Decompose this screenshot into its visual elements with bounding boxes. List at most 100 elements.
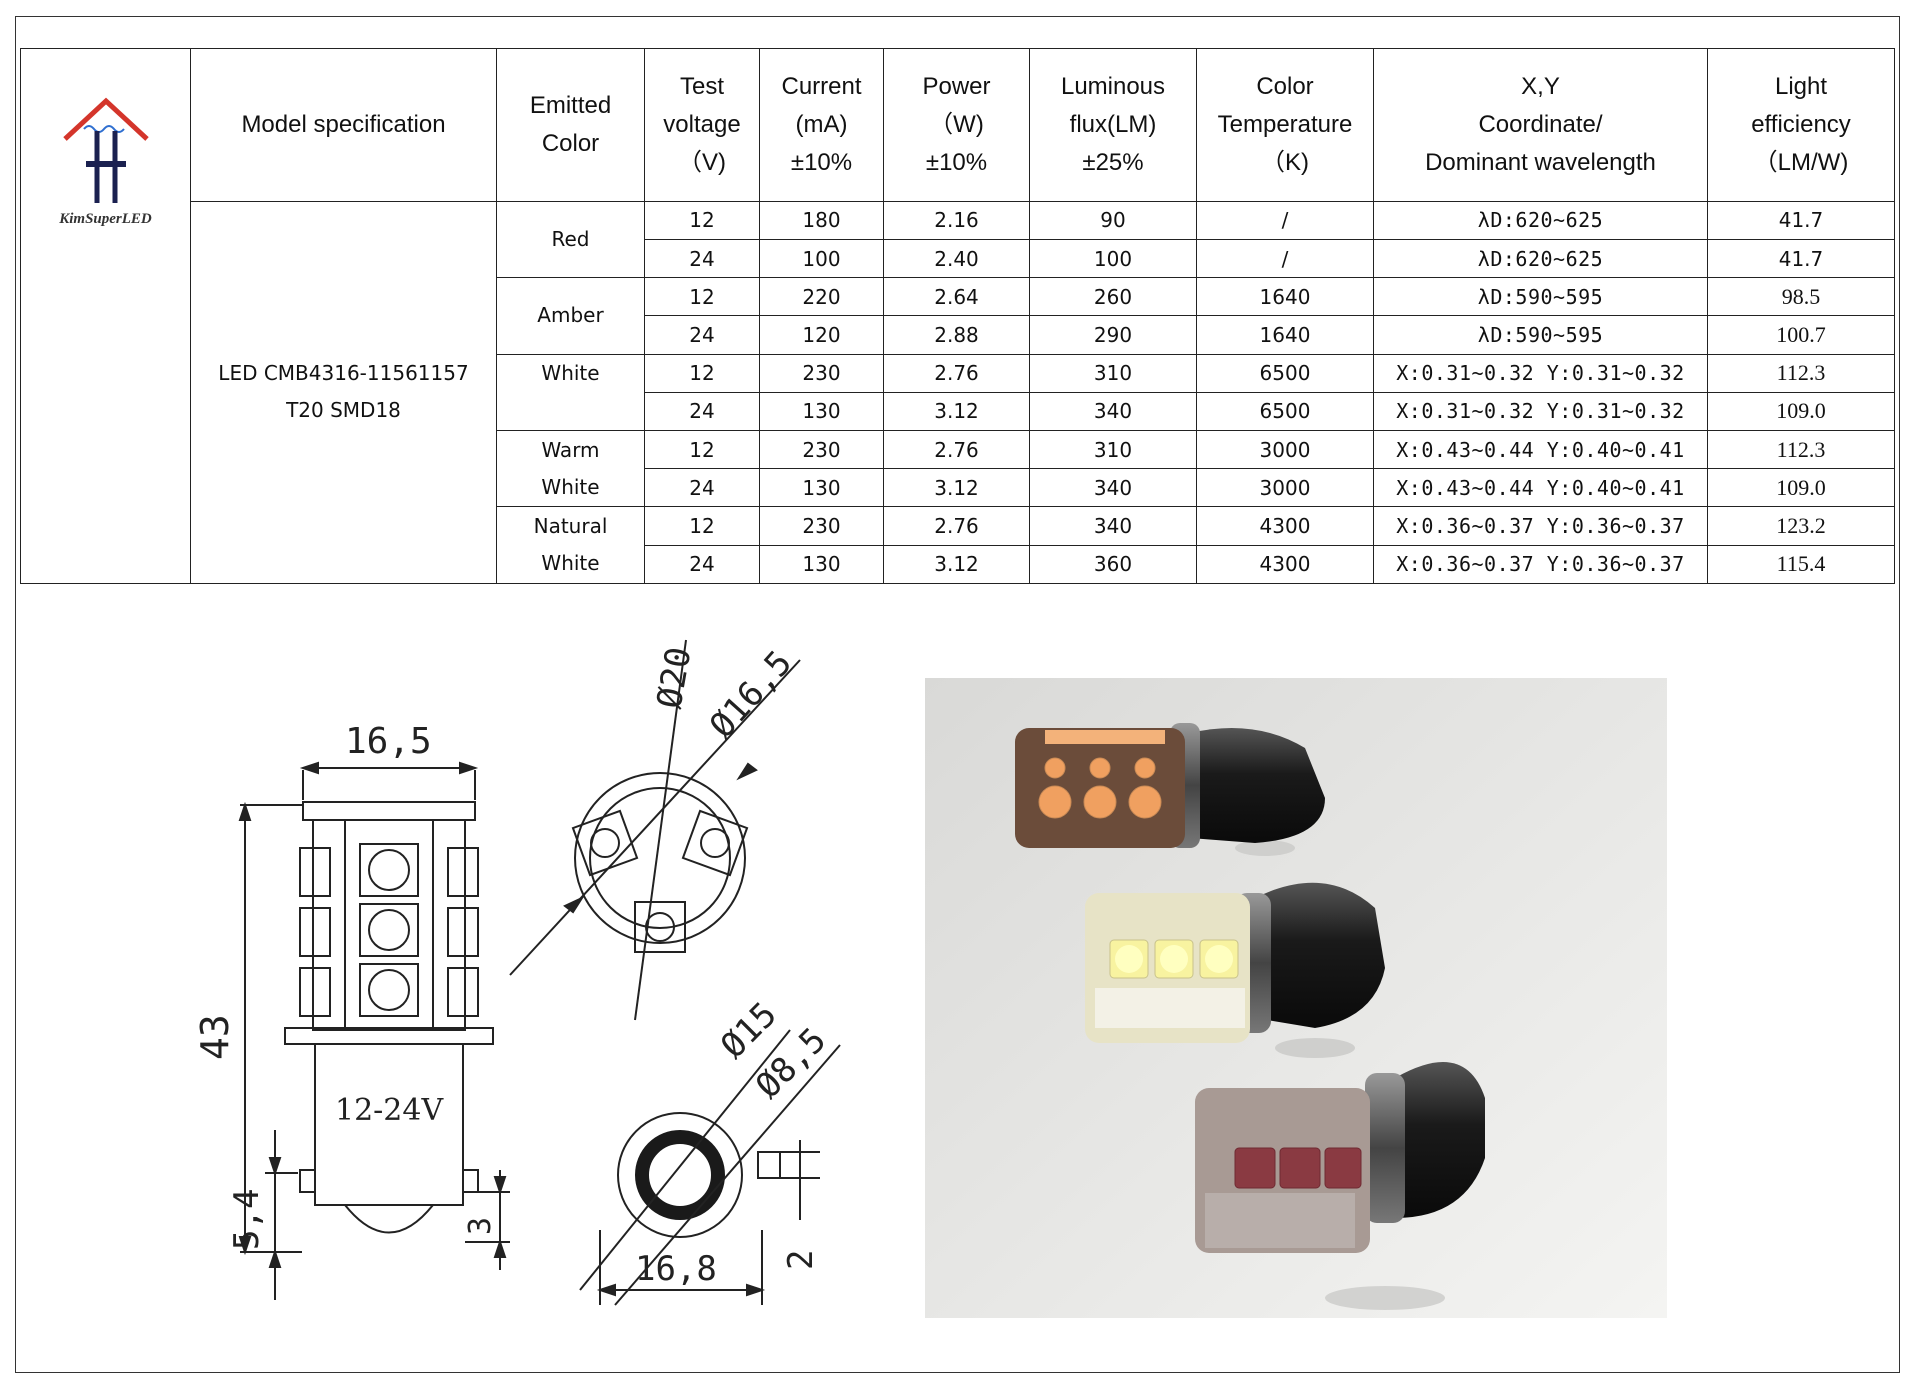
cell-voltage: 12 (644, 277, 760, 317)
cell-efficiency: 41.7 (1707, 200, 1895, 241)
cell-flux: 290 (1029, 315, 1197, 355)
logo-cell: KimSuperLED (20, 48, 191, 584)
cell-current: 230 (759, 353, 884, 393)
top-view-labels: Ø20 Ø16,5 (649, 643, 800, 746)
cell-efficiency: 100.7 (1707, 315, 1895, 355)
table-row: 24 130 3.12 340 3000 X:0.43~0.44 Y:0.40~… (21, 468, 1895, 508)
cell-voltage: 12 (644, 200, 760, 241)
cell-cct: 6500 (1196, 353, 1374, 393)
cell-voltage: 24 (644, 239, 760, 279)
cell-cct: 4300 (1196, 506, 1374, 546)
dim-dia-16-5: Ø16,5 (702, 643, 800, 746)
emitted-color-white: White (496, 353, 645, 432)
cell-flux: 260 (1029, 277, 1197, 317)
dim-height: 43 (193, 1014, 237, 1060)
cell-voltage: 24 (644, 468, 760, 508)
cell-power: 2.40 (883, 239, 1030, 279)
red-bulb-image (1195, 1062, 1485, 1310)
table-row: 24 100 2.40 100 / λD:620~625 41.7 (21, 239, 1895, 279)
cell-power: 2.76 (883, 506, 1030, 546)
cell-xy: λD:590~595 (1373, 277, 1708, 317)
cell-xy: X:0.36~0.37 Y:0.36~0.37 (1373, 544, 1708, 585)
bulb-top-view (509, 639, 801, 1021)
cell-xy: X:0.31~0.32 Y:0.31~0.32 (1373, 353, 1708, 393)
cell-flux: 100 (1029, 239, 1197, 279)
cell-flux: 310 (1029, 353, 1197, 393)
technical-drawing: 16,5 43 5,4 3 12-24V Ø20 Ø16,5 Ø15 Ø (193, 639, 841, 1306)
cell-efficiency: 109.0 (1707, 391, 1895, 432)
cell-flux: 360 (1029, 544, 1197, 585)
bulb-bottom-view (579, 1029, 841, 1306)
cell-voltage: 24 (644, 544, 760, 585)
dim-base-width: 16,8 (635, 1249, 717, 1289)
cell-voltage: 12 (644, 353, 760, 393)
cell-xy: λD:620~625 (1373, 200, 1708, 241)
cell-flux: 310 (1029, 430, 1197, 470)
bulb-side-view (284, 801, 494, 1234)
amber-bulb-image (1015, 723, 1325, 856)
cell-voltage: 12 (644, 506, 760, 546)
cell-current: 180 (759, 200, 884, 241)
cell-power: 2.88 (883, 315, 1030, 355)
cell-current: 220 (759, 277, 884, 317)
cell-current: 130 (759, 468, 884, 508)
cell-xy: λD:590~595 (1373, 315, 1708, 355)
side-view-dimensions (238, 761, 510, 1300)
cell-efficiency: 41.7 (1707, 239, 1895, 279)
cell-current: 120 (759, 315, 884, 355)
cell-cct: 1640 (1196, 315, 1374, 355)
cell-flux: 340 (1029, 506, 1197, 546)
cell-efficiency: 112.3 (1707, 430, 1895, 470)
cell-flux: 90 (1029, 200, 1197, 241)
brand-name: KimSuperLED (59, 211, 152, 227)
header-current: Current(mA)±10% (759, 48, 884, 202)
cell-current: 130 (759, 544, 884, 585)
page-frame (15, 16, 1900, 1373)
header-power: Power（W)±10% (883, 48, 1030, 202)
cell-cct: 1640 (1196, 277, 1374, 317)
cell-voltage: 12 (644, 430, 760, 470)
cell-power: 2.76 (883, 353, 1030, 393)
emitted-color-amber: Amber (496, 277, 645, 355)
cell-power: 3.12 (883, 544, 1030, 585)
cell-efficiency: 115.4 (1707, 544, 1895, 585)
emitted-color-red: Red (496, 200, 645, 279)
cell-efficiency: 112.3 (1707, 353, 1895, 393)
cell-cct: 6500 (1196, 391, 1374, 432)
cell-flux: 340 (1029, 468, 1197, 508)
cell-current: 230 (759, 506, 884, 546)
cell-efficiency: 123.2 (1707, 506, 1895, 546)
cell-power: 3.12 (883, 468, 1030, 508)
dim-tip: 3 (463, 1217, 498, 1235)
table-row: 24 130 3.12 340 6500 X:0.31~0.32 Y:0.31~… (21, 391, 1895, 432)
header-model: Model specification (190, 48, 497, 202)
cell-efficiency: 109.0 (1707, 468, 1895, 508)
cell-current: 230 (759, 430, 884, 470)
cell-current: 130 (759, 391, 884, 432)
cell-xy: X:0.43~0.44 Y:0.40~0.41 (1373, 468, 1708, 508)
cell-voltage: 24 (644, 315, 760, 355)
cell-power: 3.12 (883, 391, 1030, 432)
cell-flux: 340 (1029, 391, 1197, 432)
cell-xy: X:0.43~0.44 Y:0.40~0.41 (1373, 430, 1708, 470)
led-bulbs-photo-image (925, 678, 1667, 1318)
kimsuperled-logo-icon (62, 97, 149, 203)
cell-cct: 4300 (1196, 544, 1374, 585)
product-photo (925, 678, 1667, 1318)
cell-cct: / (1196, 239, 1374, 279)
cell-xy: X:0.36~0.37 Y:0.36~0.37 (1373, 506, 1708, 546)
cell-current: 100 (759, 239, 884, 279)
table-row: White 12 230 2.76 310 6500 X:0.31~0.32 Y… (21, 353, 1895, 432)
